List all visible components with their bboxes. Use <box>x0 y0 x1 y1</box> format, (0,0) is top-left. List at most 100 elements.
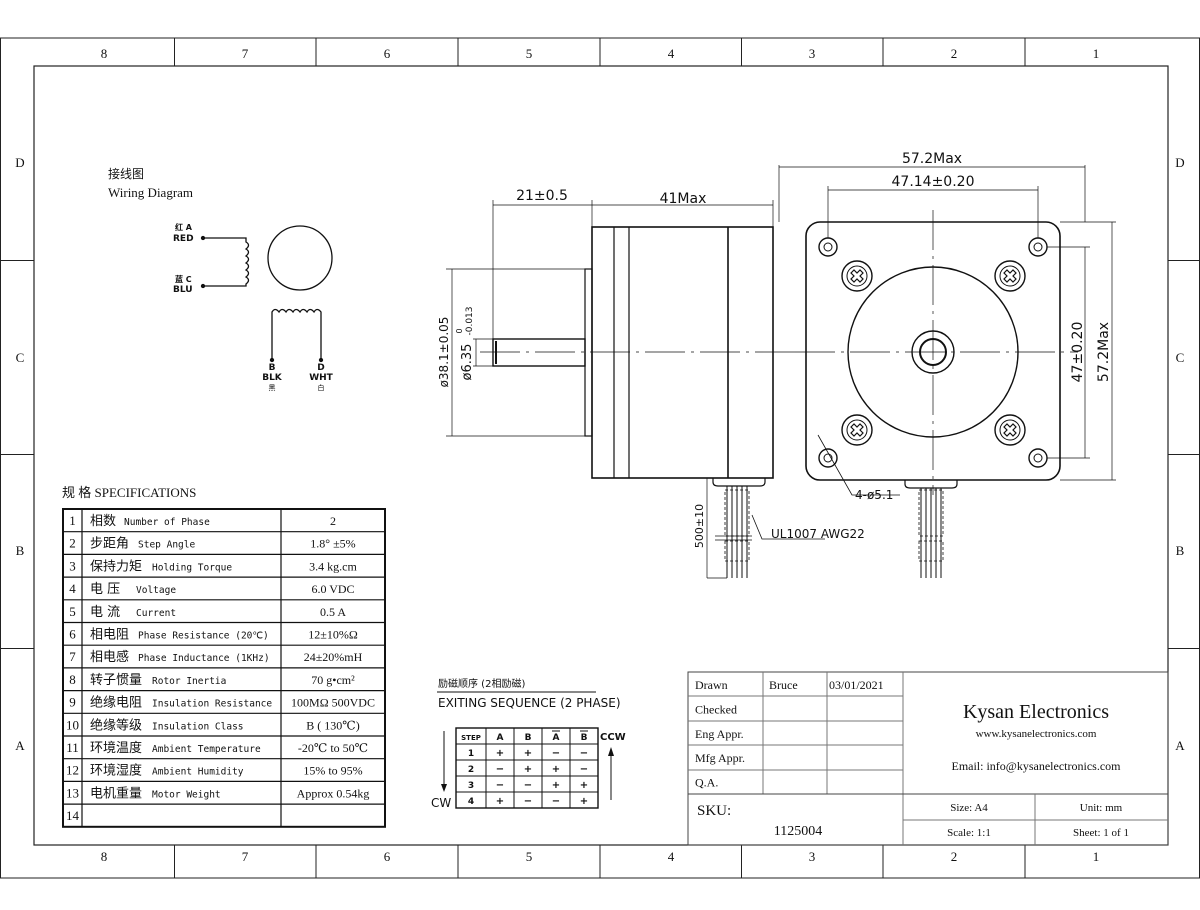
sequence-header: STEP <box>461 734 481 742</box>
lead-d-cn: 白 <box>318 383 325 392</box>
spec-label-cn: 环境湿度 <box>90 763 142 779</box>
dim-holes: 4-ø5.1 <box>855 488 893 502</box>
spec-label-en: Motor Weight <box>152 789 221 800</box>
zone-row-label: B <box>16 543 25 558</box>
zone-column-label: 6 <box>384 46 391 61</box>
arrow-down-icon <box>441 784 447 792</box>
screw-icon <box>994 414 1026 446</box>
spec-label-en: Rotor Inertia <box>152 676 226 687</box>
sequence-header: B <box>525 733 532 743</box>
zone-column-label: 5 <box>526 849 533 864</box>
spec-label-en: Number of Phase <box>124 517 210 528</box>
zone-column-label: 5 <box>526 46 533 61</box>
dim-shaft-tol-upper: 0 <box>455 328 464 333</box>
spec-number: 13 <box>66 785 79 800</box>
spec-value: 70 g•cm² <box>311 673 355 687</box>
step-number: 1 <box>468 749 474 759</box>
zone-row-label: A <box>15 738 25 753</box>
zone-column-label: 4 <box>668 46 675 61</box>
zone-row-label: C <box>1176 350 1185 365</box>
spec-number: 3 <box>69 558 76 573</box>
spec-value: Approx 0.54kg <box>297 786 370 800</box>
lead-b-letter: B <box>269 363 276 373</box>
phase-state: − <box>552 748 560 759</box>
phase-state: − <box>496 764 504 775</box>
spec-number: 5 <box>69 604 76 619</box>
mounting-hole-center <box>1033 242 1043 252</box>
spec-value: 24±20%mH <box>304 650 363 664</box>
front-view-dimensions: 57.2Max 47.14±0.20 47±0.20 57.2Max 4-ø5.… <box>855 151 1112 502</box>
mounting-hole-center <box>823 242 833 252</box>
spec-label-en: Holding Torque <box>152 562 232 573</box>
company-name: Kysan Electronics <box>963 701 1109 723</box>
approval-row: Q.A. <box>695 776 718 790</box>
spec-value: 6.0 VDC <box>311 582 354 596</box>
spec-value: 3.4 kg.cm <box>309 559 357 573</box>
spec-label-en: Step Angle <box>138 540 195 551</box>
spec-label-cn: 电 压 <box>90 582 120 597</box>
spec-number: 14 <box>66 808 80 823</box>
cw-label: CW <box>431 796 451 810</box>
zone-row-label: B <box>1176 543 1185 558</box>
phase-state: − <box>580 748 588 759</box>
zone-column-label: 8 <box>101 46 108 61</box>
lead-c-cn: 蓝 C <box>175 274 192 284</box>
mounting-holes <box>818 237 1048 468</box>
spec-label-cn: 保持力矩 <box>90 559 142 574</box>
wiring-diagram: 接线图 Wiring Diagram 红 A RED 蓝 C BLU B BLK… <box>108 166 334 392</box>
approval-label: Drawn <box>695 678 728 692</box>
zone-row-label: C <box>16 350 25 365</box>
lead-b-cn: 黑 <box>269 384 276 392</box>
wiring-title-cn: 接线图 <box>108 166 144 181</box>
lead-d-en: WHT <box>309 373 333 383</box>
rotor-symbol <box>267 225 333 291</box>
sequence-header: B <box>581 733 588 743</box>
sku-label: SKU: <box>697 803 731 819</box>
spec-value: B ( 130℃) <box>306 718 359 732</box>
phase-state: + <box>552 764 560 775</box>
zone-ticks <box>0 38 1200 878</box>
zone-column-label: 1 <box>1093 46 1100 61</box>
phase-state: + <box>552 780 560 791</box>
company-website: www.kysanelectronics.com <box>976 728 1097 740</box>
spec-label-cn: 相数 <box>90 514 116 529</box>
exciting-sequence: 励磁顺序 (2相励磁) EXITING SEQUENCE (2 PHASE) S… <box>431 677 626 810</box>
spec-label-cn: 步距角 <box>90 537 129 552</box>
phase-state: − <box>496 780 504 791</box>
step-number: 4 <box>468 797 474 807</box>
company-email: Email: info@kysanelectronics.com <box>951 759 1121 773</box>
zone-row-label: D <box>1175 155 1184 170</box>
zone-row-label: D <box>15 155 24 170</box>
spec-label-cn: 绝缘等级 <box>90 717 142 733</box>
zone-column-label: 6 <box>384 849 391 864</box>
sku-value: 1125004 <box>774 824 822 839</box>
sequence-row: 3−−++ <box>468 780 588 791</box>
specs-title: 规 格 SPECIFICATIONS <box>62 485 196 500</box>
unit: Unit: mm <box>1080 802 1123 814</box>
screw-icon <box>994 260 1026 292</box>
spec-label-en: Phase Inductance (1KHz) <box>138 653 270 664</box>
lead-a-en: RED <box>173 234 194 244</box>
spec-value: 15% to 95% <box>303 764 362 778</box>
lead-b-en: BLK <box>262 373 283 383</box>
mounting-hole-center <box>823 453 833 463</box>
sheet-number: Sheet: 1 of 1 <box>1073 827 1129 839</box>
zone-column-label: 7 <box>242 46 249 61</box>
spec-number: 11 <box>66 740 79 755</box>
screw-icon <box>841 260 873 292</box>
approval-row: Checked <box>695 702 737 716</box>
spec-label-en: Current <box>136 608 176 619</box>
dim-hole-spacing-h: 47.14±0.20 <box>892 174 975 190</box>
spec-row: 3 保持力矩 Holding Torque 3.4 kg.cm <box>63 553 385 574</box>
phase-state: + <box>524 748 532 759</box>
spec-number: 10 <box>66 717 79 732</box>
